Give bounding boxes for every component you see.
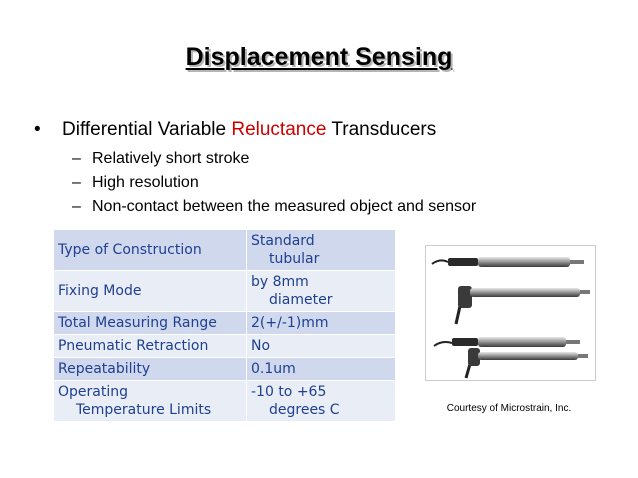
table-cell-value: No xyxy=(246,334,395,358)
main-bullet: • Differential Variable Reluctance Transd… xyxy=(34,118,436,142)
cell-text-continued: diameter xyxy=(269,292,333,308)
cell-text-continued: tubular xyxy=(269,251,320,267)
cell-text: by 8mm xyxy=(251,274,309,290)
sub-bullet-text: Relatively short stroke xyxy=(92,150,250,167)
table-cell-value: 2(+/-1)mm xyxy=(246,311,395,335)
cell-text: Fixing Mode xyxy=(58,283,142,299)
dash-icon: – xyxy=(72,150,81,167)
sensor-probes-icon xyxy=(431,257,590,379)
cell-text: Operating xyxy=(58,384,128,400)
cell-text: Total Measuring Range xyxy=(58,315,217,331)
slide-title: Displacement Sensing xyxy=(185,43,453,71)
table-cell-value: 0.1um xyxy=(246,357,395,381)
sub-bullet-list: –Relatively short stroke –High resolutio… xyxy=(72,147,476,219)
table-row: Pneumatic Retraction No xyxy=(54,334,395,358)
table-cell-label: Pneumatic Retraction xyxy=(54,335,247,358)
sub-bullet-item: –Non-contact between the measured object… xyxy=(72,195,476,219)
photo-caption: Courtesy of Microstrain, Inc. xyxy=(446,403,572,414)
table-cell-label: Fixing Mode xyxy=(54,271,247,312)
cell-text-continued: degrees C xyxy=(269,402,340,418)
cell-text: Type of Construction xyxy=(58,242,202,258)
bullet-dot-icon: • xyxy=(34,119,41,140)
table-cell-label: Repeatability xyxy=(54,358,247,381)
table-cell-value: by 8mm diameter xyxy=(246,270,395,312)
sub-bullet-text: High resolution xyxy=(92,174,199,191)
table-cell-value: Standard tubular xyxy=(246,230,395,271)
bullet-text-accent: Reluctance xyxy=(231,119,327,140)
table-cell-label: Total Measuring Range xyxy=(54,312,247,335)
table-row: Type of Construction Standard tubular xyxy=(54,230,395,271)
sub-bullet-text: Non-contact between the measured object … xyxy=(92,198,477,215)
bullet-text-pre: Differential Variable xyxy=(62,119,232,140)
table-row: Repeatability 0.1um xyxy=(54,357,395,381)
bullet-text-post: Transducers xyxy=(326,119,437,140)
spec-table: Type of Construction Standard tubular Fix… xyxy=(54,230,395,422)
cell-text: Pneumatic Retraction xyxy=(58,338,209,354)
table-cell-value: -10 to +65 degrees C xyxy=(246,380,395,422)
dash-icon: – xyxy=(72,198,81,215)
product-photo xyxy=(425,245,596,381)
sub-bullet-item: –Relatively short stroke xyxy=(72,147,476,171)
cell-text: No xyxy=(251,338,271,354)
table-row: Total Measuring Range 2(+/-1)mm xyxy=(54,311,395,335)
cell-text: -10 to +65 xyxy=(251,384,327,400)
table-cell-label: Type of Construction xyxy=(54,230,247,271)
cell-text: Repeatability xyxy=(58,361,151,377)
cell-text-continued: Temperature Limits xyxy=(76,402,212,418)
table-row: Fixing Mode by 8mm diameter xyxy=(54,270,395,312)
cell-text: 2(+/-1)mm xyxy=(251,315,329,331)
sub-bullet-item: –High resolution xyxy=(72,171,476,195)
cell-text: Standard xyxy=(251,233,315,249)
cell-text: 0.1um xyxy=(251,361,296,377)
dash-icon: – xyxy=(72,174,81,191)
